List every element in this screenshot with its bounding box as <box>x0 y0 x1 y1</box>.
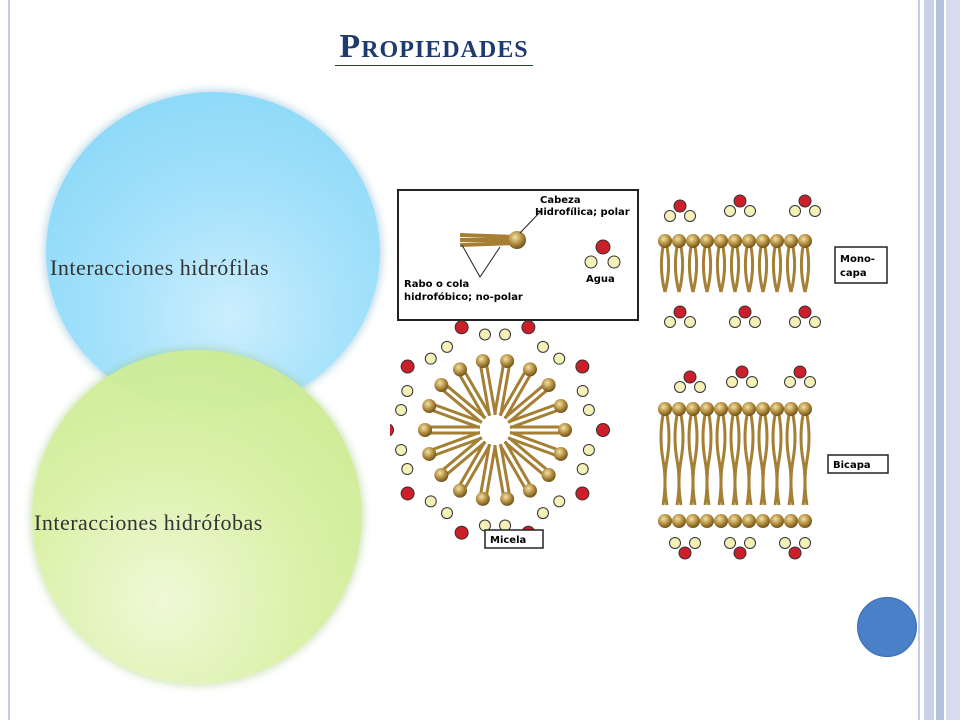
svg-text:Agua: Agua <box>586 274 615 285</box>
svg-text:Mono-: Mono- <box>840 254 875 265</box>
nav-dot-button[interactable] <box>857 597 917 657</box>
svg-text:capa: capa <box>840 268 867 279</box>
lipid-structures-diagram: Cabeza Hidrofílica; polar Rabo o cola hi… <box>390 189 889 560</box>
svg-text:Bicapa: Bicapa <box>833 460 871 471</box>
hydrophobic-circle <box>32 350 362 684</box>
svg-text:Micela: Micela <box>490 535 526 546</box>
right-decor-bar-3 <box>946 0 960 720</box>
right-decor-bar-2 <box>936 0 944 720</box>
slide-title: Propiedades <box>0 28 868 66</box>
monocapa-label-box <box>834 246 888 284</box>
hydrophilic-label: Interacciones hidrófilas <box>50 255 270 280</box>
svg-text:Hidrofílica; polar: Hidrofílica; polar <box>535 206 630 218</box>
svg-text:Cabeza: Cabeza <box>540 195 581 206</box>
svg-text:hidrofóbico; no-polar: hidrofóbico; no-polar <box>404 291 523 303</box>
hydrophobic-label: Interacciones hidrófobas <box>34 510 263 535</box>
slide-frame <box>8 0 920 720</box>
svg-text:Rabo o cola: Rabo o cola <box>404 279 469 290</box>
legend-box: Cabeza Hidrofílica; polar Rabo o cola hi… <box>397 189 639 321</box>
micela-label-box <box>484 529 544 549</box>
right-decor-bar-1 <box>924 0 934 720</box>
bicapa-label-box <box>827 454 889 474</box>
